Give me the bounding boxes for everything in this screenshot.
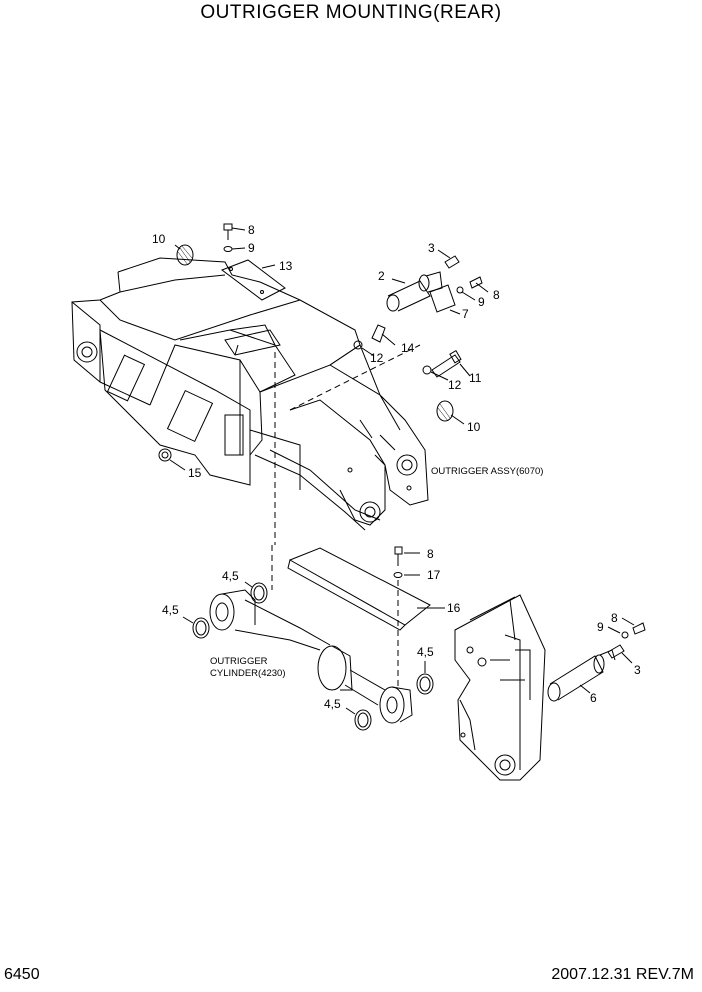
- callout-label: 3: [634, 663, 641, 677]
- callout-label: 4,5: [417, 645, 434, 659]
- callout-label: 14: [401, 341, 415, 355]
- callout-label: 6: [590, 691, 597, 705]
- callout-label: 4,5: [324, 697, 341, 711]
- callout-label: 7: [462, 307, 469, 321]
- callout-label: 8: [611, 611, 618, 625]
- callout-label: 11: [469, 371, 482, 385]
- mounting-bracket: [454, 594, 546, 781]
- callout-label: 8: [493, 288, 500, 302]
- outrigger-cylinder: [209, 589, 413, 724]
- callout-label: 13: [279, 259, 293, 273]
- callout-label: 8: [248, 223, 255, 237]
- outrigger-assy-label: OUTRIGGER ASSY(6070): [431, 466, 543, 477]
- callout-label: 10: [152, 232, 166, 246]
- page-title: OUTRIGGER MOUNTING(REAR): [200, 2, 502, 23]
- callout-label: 8: [427, 547, 434, 561]
- outrigger-frame: [71, 257, 429, 545]
- plug-part: [176, 244, 194, 266]
- cylinder-label-line2: CYLINDER(4230): [210, 668, 286, 679]
- callout-label: 4,5: [162, 603, 179, 617]
- callout-label: 12: [370, 351, 384, 365]
- callout-label: 15: [188, 466, 202, 480]
- callout-label: 9: [478, 295, 485, 309]
- callout-label: 17: [427, 568, 441, 582]
- callout-label: 10: [467, 420, 481, 434]
- page-number: 6450: [4, 966, 40, 983]
- revision-date: 2007.12.31 REV.7M: [551, 966, 694, 983]
- callout-label: 12: [448, 378, 462, 392]
- cylinder-label-line1: OUTRIGGER: [210, 656, 268, 667]
- callout-label: 4,5: [222, 569, 239, 583]
- callout-label: 16: [447, 601, 461, 615]
- callout-label: 3: [428, 241, 435, 255]
- callout-label: 9: [597, 620, 604, 634]
- callout-label: 9: [248, 241, 255, 255]
- callout-label: 2: [378, 269, 385, 283]
